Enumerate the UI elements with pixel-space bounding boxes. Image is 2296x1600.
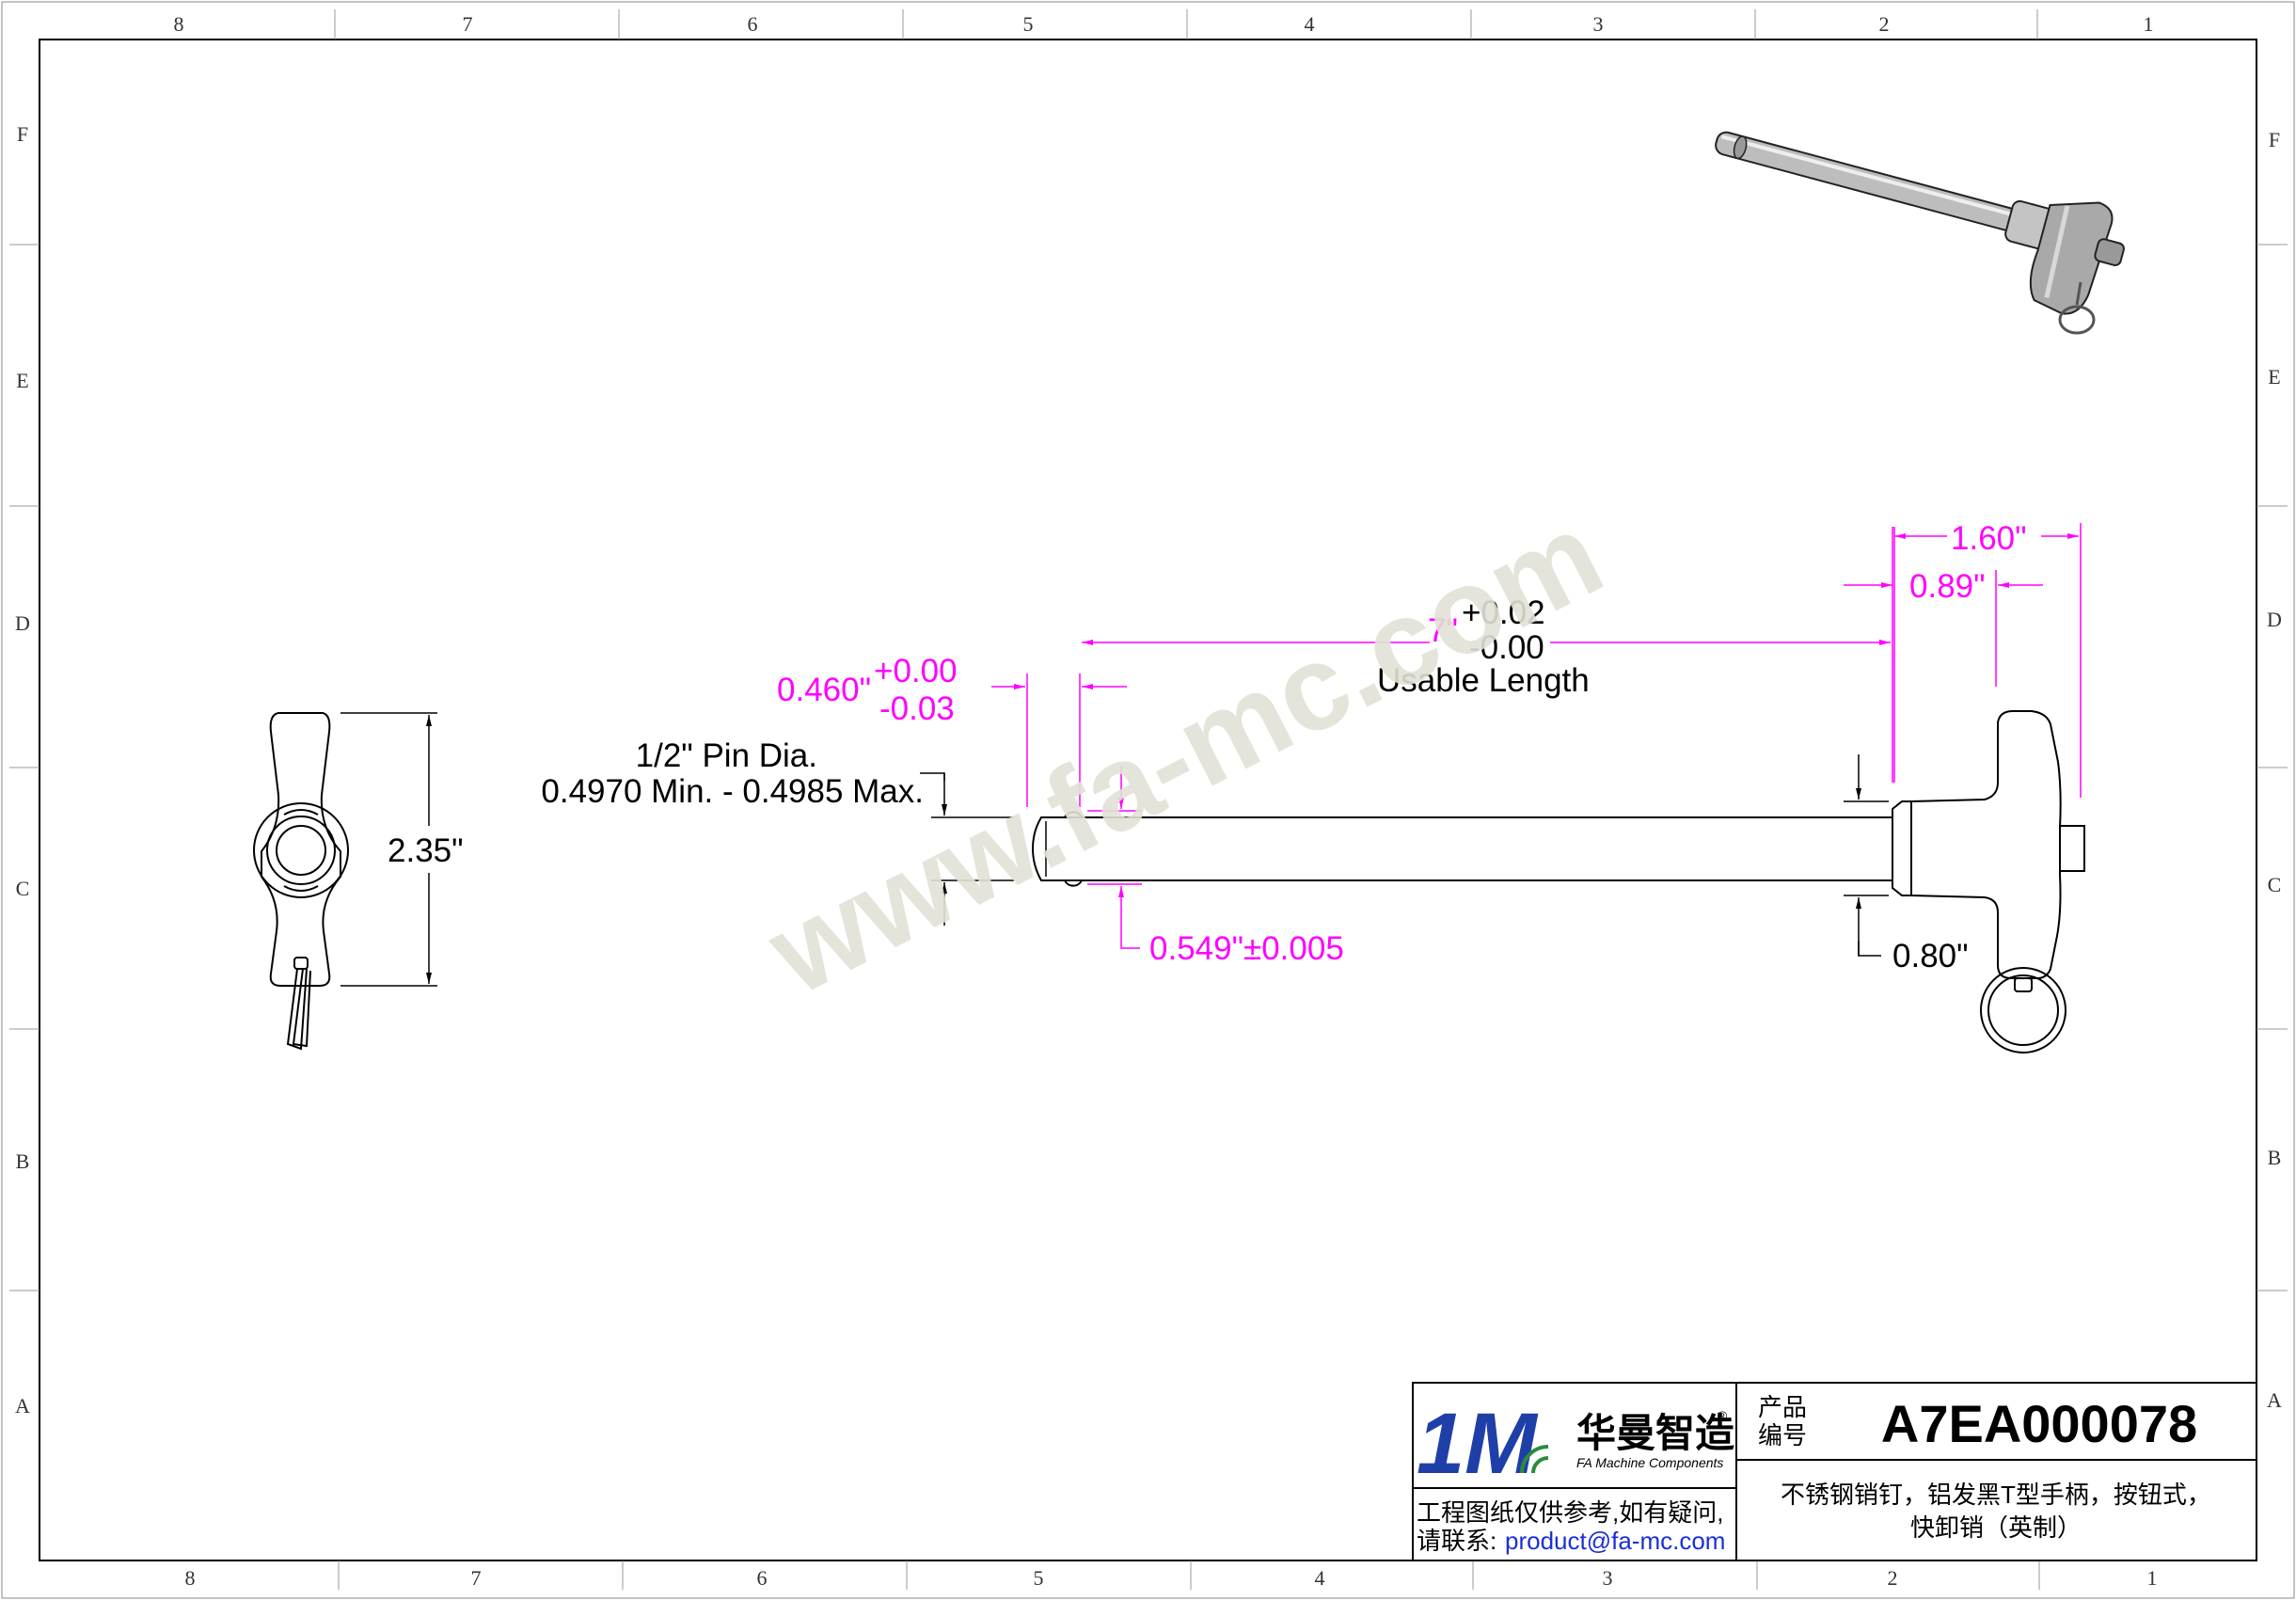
row-label-right-e: E bbox=[2268, 365, 2280, 388]
height-dimension bbox=[340, 712, 437, 987]
col-label-bottom-1: 1 bbox=[2147, 1566, 2158, 1590]
notice-line2: 请联系: bbox=[1417, 1527, 1496, 1555]
usable-tol-minus: -0.00 bbox=[1469, 629, 1544, 666]
col-label-bottom-8: 8 bbox=[185, 1566, 196, 1590]
usable-tol-plus: +0.02 bbox=[1462, 594, 1545, 631]
tip-tol-minus: -0.03 bbox=[879, 690, 955, 727]
col-label-bottom-6: 6 bbox=[757, 1566, 768, 1590]
part-label-line1: 产品 bbox=[1758, 1393, 1807, 1421]
description-line2: 快卸销（英制） bbox=[1910, 1513, 2082, 1542]
row-label-left-b: B bbox=[16, 1149, 30, 1173]
col-label-bottom-3: 3 bbox=[1603, 1566, 1613, 1590]
pin-dia-label-line2: 0.4970 Min. - 0.4985 Max. bbox=[541, 773, 924, 810]
description-line1: 不锈钢销钉，铝发黑T型手柄，按钮式， bbox=[1781, 1481, 2211, 1509]
collar-dia-label: 0.80" bbox=[1892, 938, 1969, 974]
row-label-left-c: C bbox=[16, 877, 30, 900]
col-label-top-5: 5 bbox=[1023, 12, 1034, 36]
col-label-top-1: 1 bbox=[2144, 12, 2154, 36]
handle-total-label: 1.60" bbox=[1951, 520, 2027, 557]
registered-mark: ® bbox=[1718, 1408, 1728, 1423]
col-label-bottom-7: 7 bbox=[471, 1566, 482, 1590]
usable-length-caption: Usable Length bbox=[1377, 662, 1590, 699]
handle-button-label: 0.89" bbox=[1909, 568, 1986, 605]
row-label-left-e: E bbox=[16, 369, 28, 392]
col-label-bottom-2: 2 bbox=[1888, 1566, 1898, 1590]
contact-email[interactable]: product@fa-mc.com bbox=[1505, 1527, 1725, 1555]
usable-length-label: 7" bbox=[1428, 612, 1458, 649]
ball-dia-label: 0.549"±0.005 bbox=[1149, 930, 1344, 967]
row-label-right-d: D bbox=[2267, 608, 2282, 631]
tip-length-label: 0.460" bbox=[777, 672, 871, 708]
row-label-right-a: A bbox=[2267, 1388, 2282, 1412]
pin-dia-dimension bbox=[920, 772, 1014, 926]
col-label-top-4: 4 bbox=[1305, 12, 1315, 36]
col-label-top-2: 2 bbox=[1879, 12, 1890, 36]
company-logo: 1M 华曼智造 ® FA Machine Components bbox=[1417, 1396, 1734, 1492]
col-label-bottom-5: 5 bbox=[1034, 1566, 1044, 1590]
row-label-left-a: A bbox=[15, 1394, 30, 1418]
notice-line1: 工程图纸仅供参考,如有疑问, bbox=[1417, 1498, 1723, 1527]
row-label-left-f: F bbox=[17, 122, 28, 146]
col-label-top-3: 3 bbox=[1593, 12, 1604, 36]
collar-dia-dimension bbox=[1844, 754, 1889, 957]
side-view bbox=[253, 712, 349, 1051]
title-block bbox=[1412, 1382, 2257, 1561]
usable-length-dimension bbox=[1082, 527, 1893, 783]
tip-length-dimension bbox=[991, 673, 1127, 807]
isometric-view bbox=[1715, 131, 2125, 335]
part-number: A7EA000078 bbox=[1881, 1394, 2197, 1453]
brand-cn: 华曼智造 bbox=[1576, 1411, 1734, 1455]
ball-dia-dimension bbox=[1087, 766, 1142, 949]
row-label-left-d: D bbox=[15, 611, 30, 635]
front-view bbox=[1031, 710, 2085, 1053]
row-label-right-b: B bbox=[2268, 1146, 2282, 1169]
brand-en: FA Machine Components bbox=[1576, 1455, 1723, 1470]
row-label-right-f: F bbox=[2269, 128, 2280, 151]
handle-dimensions bbox=[1844, 523, 2082, 798]
col-label-bottom-4: 4 bbox=[1315, 1566, 1325, 1590]
part-label-line2: 编号 bbox=[1758, 1421, 1807, 1450]
col-label-top-6: 6 bbox=[748, 12, 758, 36]
col-label-top-8: 8 bbox=[174, 12, 184, 36]
row-label-right-c: C bbox=[2268, 873, 2282, 896]
col-label-top-7: 7 bbox=[463, 12, 473, 36]
logo-mark: 1M bbox=[1417, 1396, 1539, 1492]
pin-dia-label-line1: 1/2" Pin Dia. bbox=[636, 737, 817, 774]
height-dim-label: 2.35" bbox=[388, 832, 464, 869]
tip-tol-plus: +0.00 bbox=[874, 653, 958, 689]
